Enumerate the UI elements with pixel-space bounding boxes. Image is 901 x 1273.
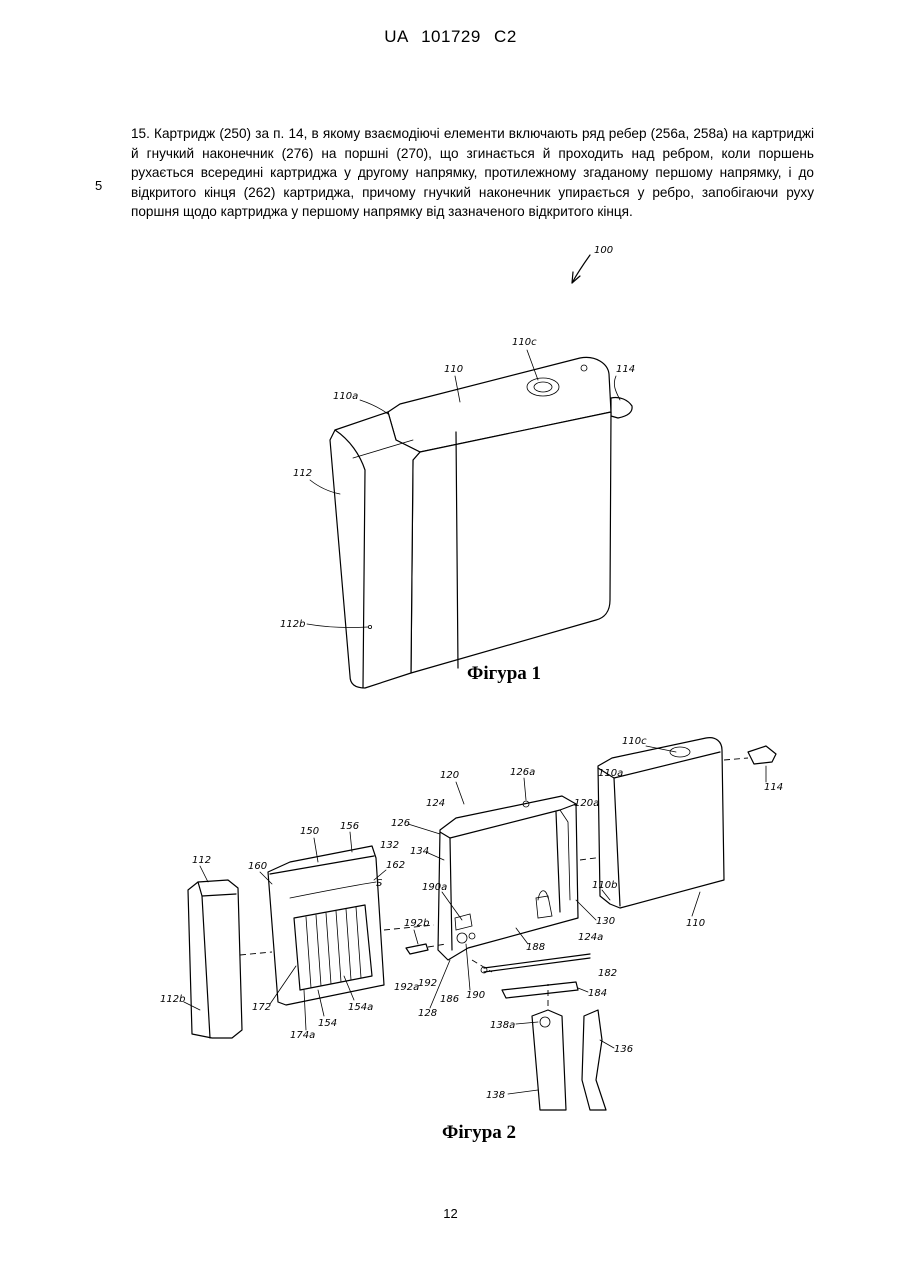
label-172: 172 <box>252 1002 271 1013</box>
label-112b-fig2: 112b <box>160 994 185 1005</box>
label-160: 160 <box>248 861 267 872</box>
label-110b: 110b <box>592 880 617 891</box>
label-188: 188 <box>526 942 545 953</box>
label-112-fig2: 112 <box>192 855 211 866</box>
label-150: 150 <box>300 826 319 837</box>
label-154a: 154a <box>348 1002 373 1013</box>
label-100: 100 <box>594 245 613 256</box>
label-186: 186 <box>440 994 459 1005</box>
label-190a: 190a <box>422 882 447 893</box>
figure-1-drawing <box>330 255 632 688</box>
label-132: 132 <box>380 840 399 851</box>
label-110: 110 <box>444 364 463 375</box>
label-130: 130 <box>596 916 615 927</box>
label-128: 128 <box>418 1008 437 1019</box>
label-110a: 110a <box>333 391 358 402</box>
label-192a: 192a <box>394 982 419 993</box>
label-s: S <box>376 878 383 889</box>
label-190: 190 <box>466 990 485 1001</box>
label-138: 138 <box>486 1090 505 1101</box>
label-184: 184 <box>588 988 607 999</box>
label-124: 124 <box>426 798 445 809</box>
label-114-fig2: 114 <box>764 782 783 793</box>
label-174a: 174a <box>290 1030 315 1041</box>
label-126a: 126a <box>510 767 535 778</box>
label-126: 126 <box>391 818 410 829</box>
figure-1-caption: Фігура 1 <box>467 663 541 685</box>
label-136: 136 <box>614 1044 633 1055</box>
label-124a: 124a <box>578 932 603 943</box>
label-120: 120 <box>440 770 459 781</box>
label-154: 154 <box>318 1018 337 1029</box>
label-112b: 112b <box>280 619 305 630</box>
label-192b: 192b <box>404 918 429 929</box>
label-182: 182 <box>598 968 617 979</box>
label-134: 134 <box>410 846 429 857</box>
label-192: 192 <box>418 978 437 989</box>
label-162: 162 <box>386 860 405 871</box>
label-156: 156 <box>340 821 359 832</box>
label-114: 114 <box>616 364 635 375</box>
page-number: 12 <box>0 1206 901 1221</box>
label-110c-fig2: 110c <box>622 736 647 747</box>
figure-2-caption: Фігура 2 <box>442 1122 516 1144</box>
label-120a: 120a <box>574 798 599 809</box>
label-110-fig2: 110 <box>686 918 705 929</box>
label-138a: 138a <box>490 1020 515 1031</box>
label-110a-fig2: 110a <box>598 768 623 779</box>
label-112: 112 <box>293 468 312 479</box>
label-110c: 110c <box>512 337 537 348</box>
